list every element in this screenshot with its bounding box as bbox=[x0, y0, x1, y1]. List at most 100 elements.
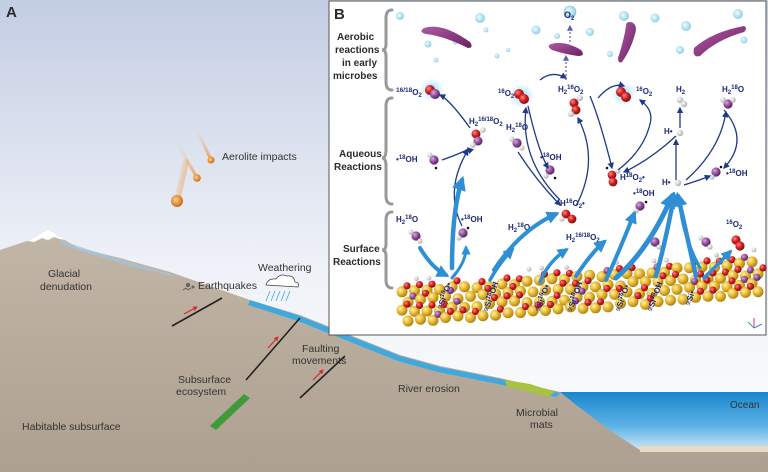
oxygen-atom bbox=[434, 310, 442, 318]
surface-label-5: ≡Si16O• bbox=[613, 283, 631, 313]
silicon-atom bbox=[521, 275, 533, 287]
surface-arrow-7 bbox=[574, 239, 607, 278]
silicon-atom bbox=[527, 305, 539, 317]
label-o2-16c: 16O2 bbox=[726, 220, 743, 231]
oxygen-atom bbox=[709, 286, 717, 294]
panel-b-letter: B bbox=[334, 6, 345, 23]
silicon-atom bbox=[396, 286, 408, 298]
oxygen-atom bbox=[728, 277, 736, 285]
label-h218o-surface: H218O bbox=[396, 215, 418, 226]
fault-arrow-3 bbox=[312, 369, 324, 381]
arrow-h-to-h2o bbox=[685, 110, 729, 181]
oxygen-atom bbox=[490, 294, 499, 302]
oxygen-atom bbox=[740, 253, 749, 261]
molecule-h218o-left bbox=[509, 136, 525, 151]
surface-arrow-5 bbox=[492, 211, 560, 272]
oxygen-atom bbox=[759, 264, 767, 272]
surface-arrow-8 bbox=[604, 210, 637, 282]
silicon-atom bbox=[415, 313, 426, 325]
oxygen-atom bbox=[496, 305, 505, 313]
axis-glyph bbox=[747, 318, 763, 329]
silicon-atom bbox=[527, 286, 539, 298]
arrow-ho2-to-o2 bbox=[617, 99, 652, 171]
label-hdot-1: H• bbox=[664, 127, 673, 136]
silicon-atom bbox=[565, 283, 576, 295]
oxygen-atom bbox=[746, 266, 755, 274]
label-h218o-right: H218O bbox=[722, 85, 744, 96]
silicon-atom bbox=[640, 298, 651, 310]
oxygen-atom bbox=[546, 300, 555, 309]
surface-arrow-6 bbox=[538, 248, 569, 284]
oxygen-atom bbox=[415, 301, 424, 309]
oxygen-atom bbox=[446, 286, 455, 294]
label-oh18-right: •18OH bbox=[726, 169, 748, 178]
silicon-atom bbox=[590, 281, 601, 293]
molecule-h218o-surface bbox=[408, 229, 423, 244]
silicon-atom bbox=[452, 310, 464, 322]
hydrogen-atom bbox=[539, 265, 544, 271]
oxygen-atom bbox=[696, 270, 705, 278]
oxygen-atom bbox=[584, 298, 592, 306]
oxygen-atom bbox=[571, 297, 580, 305]
label-o2-16b: 16O2 bbox=[636, 87, 653, 98]
surface-label-3: ≡Si16O• bbox=[533, 283, 551, 313]
silica-surface-lattice bbox=[396, 247, 767, 327]
oxygen-atom bbox=[571, 279, 580, 287]
oxygen-atom bbox=[734, 265, 742, 273]
arrow-h218o-to-ho2 bbox=[517, 151, 561, 206]
silicon-atom bbox=[721, 260, 733, 272]
silicon-atom bbox=[640, 276, 651, 288]
label-o2-16a: 16O2 bbox=[498, 89, 515, 100]
label-o2-mixed: 16/18O2 bbox=[396, 87, 423, 99]
label-h2o2-a: H216O2 bbox=[558, 85, 584, 96]
label-ecosystem: ecosystem bbox=[176, 386, 226, 398]
fault-arrow-2 bbox=[267, 336, 279, 349]
molecule-h2 bbox=[676, 96, 688, 108]
oxygen-atom bbox=[565, 269, 574, 277]
row-braces bbox=[381, 8, 394, 290]
oxygen-atom bbox=[578, 287, 586, 295]
silicon-atom bbox=[484, 298, 495, 310]
hydrogen-atom bbox=[651, 258, 657, 264]
silicon-atom bbox=[671, 262, 683, 274]
label-oh18-surface-1: •18OH bbox=[461, 215, 483, 224]
oxygen-atom bbox=[671, 270, 680, 279]
arrow-oh-to-h2o2 bbox=[441, 147, 474, 161]
oxygen-atom bbox=[659, 272, 667, 280]
silicon-atom bbox=[590, 302, 601, 314]
microbe-2 bbox=[548, 42, 583, 56]
silicon-atom bbox=[727, 287, 739, 299]
oxygen-atom bbox=[421, 289, 430, 297]
oxygen-atom bbox=[484, 284, 492, 293]
label-earthquakes: Earthquakes bbox=[198, 280, 257, 292]
silicon-atom bbox=[615, 297, 626, 309]
panel-a-letter: A bbox=[6, 4, 17, 21]
arrow-to-o2-16b bbox=[597, 81, 626, 99]
silicon-atom bbox=[552, 283, 564, 295]
silicon-atom bbox=[602, 301, 614, 313]
silicon-atom bbox=[490, 309, 501, 321]
silicon-atom bbox=[684, 281, 695, 293]
silicon-atom bbox=[496, 296, 508, 308]
label-aerolite-impacts: Aerolite impacts bbox=[222, 151, 297, 163]
surface-arrow-3 bbox=[449, 175, 466, 271]
silicon-atom bbox=[690, 291, 701, 303]
silicon-atom bbox=[665, 275, 676, 286]
oxygen-atom bbox=[596, 298, 605, 306]
hydrogen-atom bbox=[664, 257, 669, 263]
label-microbial: Microbial bbox=[516, 407, 558, 419]
oxygen-atom bbox=[753, 273, 761, 281]
silicon-atom bbox=[677, 273, 689, 285]
silicon-atom bbox=[509, 295, 520, 307]
silicon-atom bbox=[477, 310, 489, 322]
molecule-hdot-2 bbox=[674, 179, 682, 187]
weathering-cloud-icon bbox=[265, 274, 299, 302]
surface-arrow-12 bbox=[702, 249, 733, 280]
row-surface-1: Surface bbox=[343, 244, 380, 255]
label-oh18-surface-2: •18OH bbox=[633, 189, 655, 198]
silicon-atom bbox=[671, 283, 683, 295]
oxygen-atom bbox=[553, 291, 561, 300]
oxygen-atom bbox=[471, 307, 480, 316]
surface-label-6: ≡Si18OH bbox=[645, 280, 664, 312]
